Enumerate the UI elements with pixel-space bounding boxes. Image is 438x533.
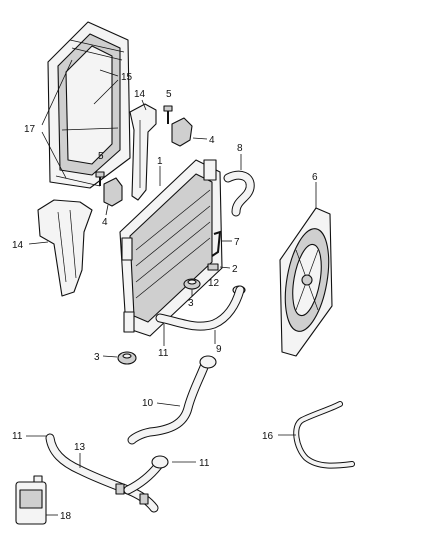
callout-2: 2 (232, 264, 238, 275)
callout-18: 18 (60, 511, 72, 522)
callout-14: 14 (12, 240, 24, 251)
radiator (119, 159, 223, 337)
air-deflector-left (37, 199, 93, 297)
callout-11: 11 (199, 458, 210, 469)
callout-3: 3 (188, 298, 194, 309)
callout-11: 11 (158, 348, 169, 359)
bypass-tube (293, 401, 355, 469)
isolator-lower (117, 351, 137, 365)
air-deflector-upper (129, 103, 157, 201)
callout-5: 5 (166, 89, 172, 100)
callout-5: 5 (98, 151, 104, 162)
heater-hose-lower (45, 433, 169, 513)
drain-plug (207, 263, 219, 271)
callout-17: 17 (24, 124, 36, 135)
bolt-lower (95, 171, 105, 186)
callout-9: 9 (216, 344, 222, 355)
heater-hose-upper (127, 355, 217, 445)
upper-hose (223, 170, 255, 217)
bolt-upper (163, 105, 173, 124)
callout-1: 1 (157, 156, 163, 167)
hose-fitting (211, 230, 222, 257)
air-seal-frame (47, 21, 131, 189)
bracket-upper (171, 117, 193, 147)
callout-3: 3 (94, 352, 100, 363)
callout-7: 7 (234, 237, 240, 248)
callout-10: 10 (142, 398, 154, 409)
callout-13: 13 (74, 442, 86, 453)
isolator-upper (183, 278, 201, 290)
callout-12: 12 (208, 278, 220, 289)
callout-8: 8 (237, 143, 243, 154)
callout-14: 14 (134, 89, 146, 100)
callout-4: 4 (209, 135, 215, 146)
lower-radiator-hose (155, 285, 245, 331)
bracket-lower (103, 177, 123, 207)
callout-6: 6 (312, 172, 318, 183)
callout-11: 11 (12, 431, 23, 442)
callout-16: 16 (262, 431, 274, 442)
coolant-container (15, 475, 47, 525)
callout-15: 15 (121, 72, 133, 83)
fan-shroud-assembly (279, 207, 333, 357)
callout-4: 4 (102, 217, 108, 228)
